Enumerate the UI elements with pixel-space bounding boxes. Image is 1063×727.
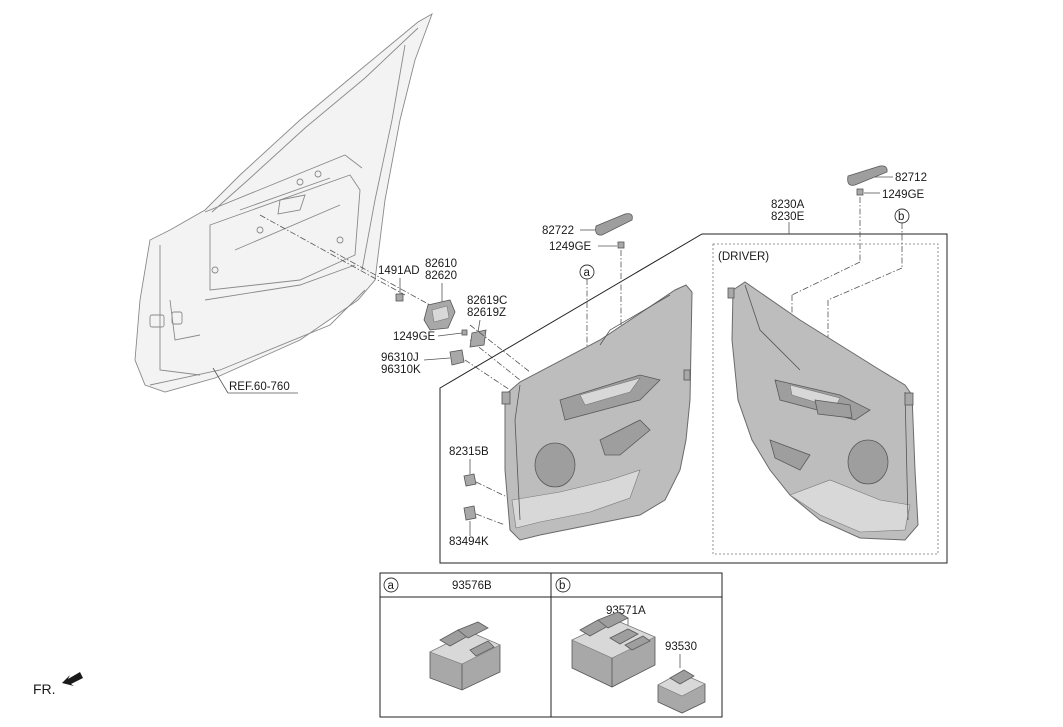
part-96310J-label: 96310J: [381, 352, 419, 364]
part-8230A-label: 8230A: [771, 199, 805, 211]
bolt-1491AD: [395, 293, 404, 302]
speaker-96310J: [449, 349, 465, 366]
part-1249GE-right-label: 1249GE: [882, 189, 925, 201]
part-82610-label: 82610: [425, 258, 457, 270]
driver-label: (DRIVER): [718, 251, 769, 263]
ref-label: REF.60-760: [229, 381, 290, 393]
part-96310K-label: 96310K: [381, 364, 421, 376]
screw-1249GE-left: [461, 329, 468, 336]
switch-93530: [657, 669, 706, 714]
part-82315B-label: 82315B: [449, 446, 489, 458]
front-arrow-icon: [62, 672, 83, 686]
part-82619C-label: 82619C: [467, 295, 507, 307]
armrest-pad-82712: [847, 165, 888, 186]
clip-82315B: [463, 473, 477, 487]
part-1491AD-label: 1491AD: [378, 265, 420, 277]
front-direction-label: FR.: [33, 681, 56, 697]
screw-1249GE-mid: [617, 241, 625, 249]
callout-b-label: b: [898, 211, 904, 223]
part-1249GE-left-label: 1249GE: [393, 331, 436, 343]
part-93530-label: 93530: [665, 641, 697, 653]
door-trim-panel-driver: [727, 281, 919, 541]
switch-table: a b 93576B 93571A 93530: [379, 572, 723, 718]
switch-93576B: [429, 621, 501, 691]
cover-82619C: [469, 329, 487, 348]
driver-box: [712, 243, 939, 555]
part-82712-label: 82712: [895, 172, 927, 184]
callout-a-label: a: [584, 267, 591, 279]
screw-1249GE-right: [856, 188, 864, 196]
part-8230E-label: 8230E: [771, 211, 805, 223]
door-frame-illustration: [134, 12, 433, 393]
armrest-pad-82722: [595, 213, 633, 236]
table-callout-a: a: [388, 580, 395, 592]
switch-93571A: [571, 611, 656, 688]
part-93576B-label: 93576B: [452, 580, 492, 592]
part-83494K-label: 83494K: [449, 536, 489, 548]
part-82722-label: 82722: [542, 225, 574, 237]
part-1249GE-mid-label: 1249GE: [549, 241, 592, 253]
table-callout-b: b: [559, 580, 565, 592]
clip-83494K: [463, 505, 477, 521]
part-82620-label: 82620: [425, 270, 457, 282]
door-trim-panel-left: [501, 284, 693, 541]
part-82619Z-label: 82619Z: [467, 307, 506, 319]
